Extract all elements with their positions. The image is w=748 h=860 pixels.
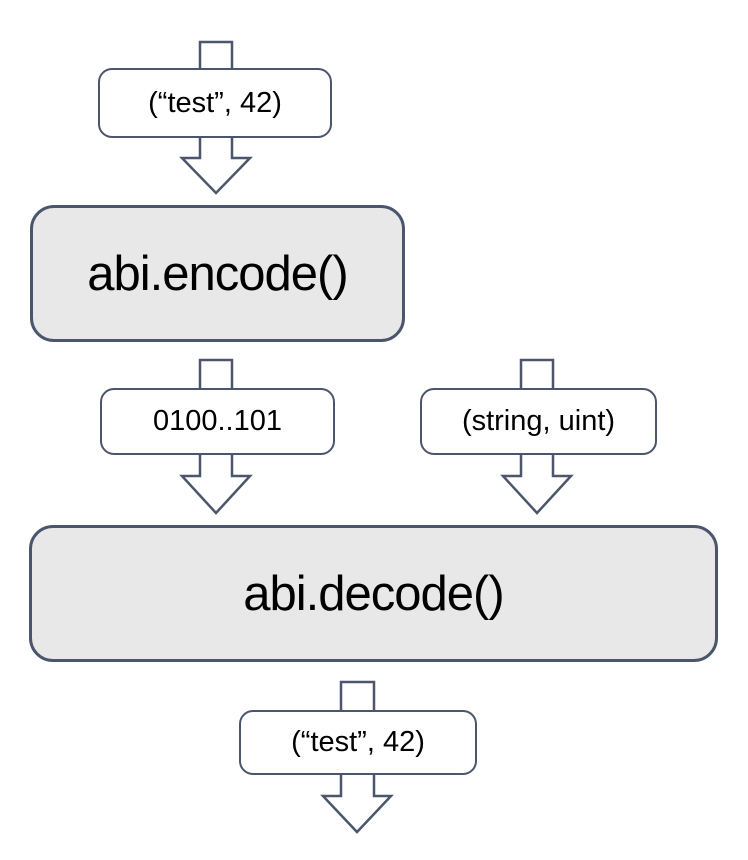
input-tuple-label: (“test”, 42)	[98, 68, 332, 138]
abi-decode-node: abi.decode()	[29, 525, 718, 662]
encoded-bytes-text: 0100..101	[152, 405, 282, 437]
type-signature-label: (string, uint)	[420, 388, 657, 455]
encoded-bytes-label: 0100..101	[100, 388, 335, 455]
abi-encode-text: abi.encode()	[87, 246, 348, 301]
abi-decode-text: abi.decode()	[243, 566, 504, 621]
output-tuple-label: (“test”, 42)	[239, 710, 477, 775]
abi-encode-node: abi.encode()	[30, 205, 405, 342]
output-tuple-text: (“test”, 42)	[291, 726, 425, 758]
type-signature-text: (string, uint)	[461, 405, 616, 437]
input-tuple-text: (“test”, 42)	[148, 86, 282, 119]
